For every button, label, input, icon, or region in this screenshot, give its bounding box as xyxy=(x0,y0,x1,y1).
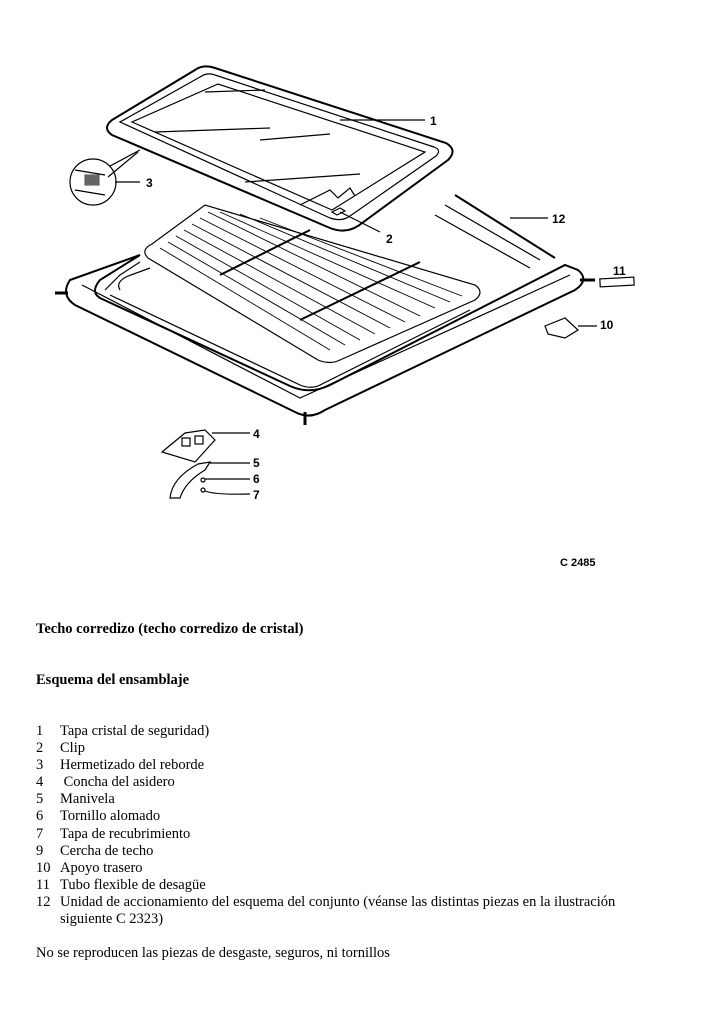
part-name: Manivela xyxy=(60,791,115,808)
list-item: 6 Tornillo alomado xyxy=(36,808,640,825)
roof-slats-part xyxy=(144,204,481,364)
rear-support-part xyxy=(544,317,579,339)
part-number: 5 xyxy=(36,791,44,808)
part-number: 6 xyxy=(36,808,44,825)
part-number: 2 xyxy=(36,740,44,757)
part-number: 11 xyxy=(36,876,50,893)
list-item: 1 Tapa cristal de seguridad) xyxy=(36,723,640,740)
part-name: Tubo flexible de desagüe xyxy=(60,876,206,893)
part-name: Clip xyxy=(60,740,85,757)
drain-hose-part xyxy=(599,276,635,288)
list-item: 12 Unidad de accionamiento del esquema de… xyxy=(36,894,640,928)
section-subtitle: Esquema del ensamblaje xyxy=(36,672,190,688)
list-item: 10 Apoyo trasero xyxy=(36,860,640,877)
part-name: Apoyo trasero xyxy=(60,859,143,876)
callout-12: 12 xyxy=(552,212,566,226)
list-item: 5 Manivela xyxy=(36,791,640,808)
part-name: Hermetizado del reborde xyxy=(60,757,205,774)
part-name: Tapa cristal de seguridad) xyxy=(60,723,210,739)
list-item: 11 Tubo flexible de desagüe xyxy=(36,877,640,894)
callout-1: 1 xyxy=(430,114,437,128)
clip-part xyxy=(330,207,347,216)
callout-6: 6 xyxy=(253,472,260,486)
figure-code: C 2485 xyxy=(560,557,596,569)
part-name: Unidad de accionamiento del esquema del … xyxy=(60,893,616,928)
list-item: 7 Tapa de recubrimiento xyxy=(36,826,640,843)
handle-parts xyxy=(160,429,251,499)
parts-list: 1 Tapa cristal de seguridad) 2 Clip 3 Herme… xyxy=(36,723,640,928)
part-name: Tapa de recubrimiento xyxy=(60,825,191,842)
part-number: 12 xyxy=(36,893,51,910)
list-item: 4 Concha del asidero xyxy=(36,774,640,791)
callout-5: 5 xyxy=(253,456,260,470)
part-number: 4 xyxy=(36,774,44,791)
callout-4: 4 xyxy=(253,427,260,441)
callout-11: 11 xyxy=(613,264,626,278)
callout-2: 2 xyxy=(386,232,393,246)
drive-unit-part xyxy=(434,194,556,269)
sunroof-exploded-diagram: 1 2 3 4 5 6 7 10 11 12 C 2485 xyxy=(55,65,635,569)
callout-10: 10 xyxy=(600,318,614,332)
callout-7: 7 xyxy=(253,488,260,502)
part-number: 7 xyxy=(36,825,44,842)
part-name: Tornillo alomado xyxy=(60,808,161,825)
glass-cover-part xyxy=(106,65,454,232)
list-item: 2 Clip xyxy=(36,740,640,757)
part-number: 1 xyxy=(36,723,44,739)
callout-3: 3 xyxy=(146,176,153,190)
part-name: Concha del asidero xyxy=(60,774,175,791)
part-number: 10 xyxy=(36,859,51,876)
part-number: 3 xyxy=(36,757,44,774)
document-title: Techo corredizo (techo corredizo de cris… xyxy=(36,621,304,637)
list-item: 3 Hermetizado del reborde xyxy=(36,757,640,774)
roof-frame-part xyxy=(55,254,595,425)
edge-seal-detail xyxy=(69,149,141,206)
part-name: Cercha de techo xyxy=(60,842,154,859)
list-item: 9 Cercha de techo xyxy=(36,843,640,860)
footnote: No se reproducen las piezas de desgaste,… xyxy=(36,945,390,961)
part-number: 9 xyxy=(36,842,44,859)
